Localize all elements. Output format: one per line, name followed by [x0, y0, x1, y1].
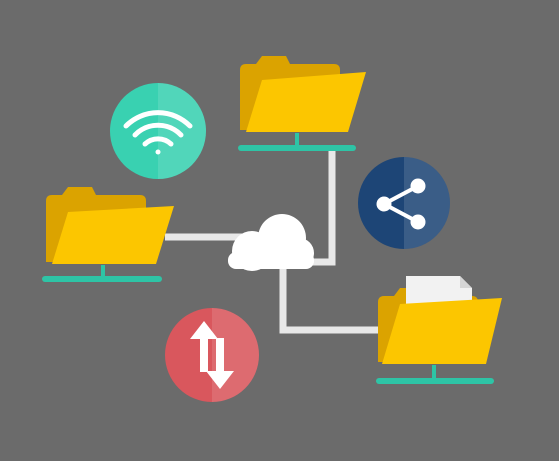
- wifi-icon: [123, 110, 193, 155]
- folder-left: [42, 187, 174, 282]
- folder-stand: [42, 276, 162, 282]
- folder-icon: [240, 56, 366, 132]
- folder-icon: [46, 187, 174, 264]
- wifi-badge: [110, 83, 206, 179]
- folder-bottom-right: [376, 276, 502, 384]
- folder-stand: [376, 378, 494, 384]
- share-icon: [376, 178, 426, 230]
- transfer-badge: [165, 308, 259, 402]
- folder-top: [238, 56, 366, 151]
- folder-stand: [238, 145, 356, 151]
- share-badge: [358, 157, 450, 249]
- cloud-icon: [228, 214, 314, 271]
- transfer-arrows-icon: [190, 321, 234, 389]
